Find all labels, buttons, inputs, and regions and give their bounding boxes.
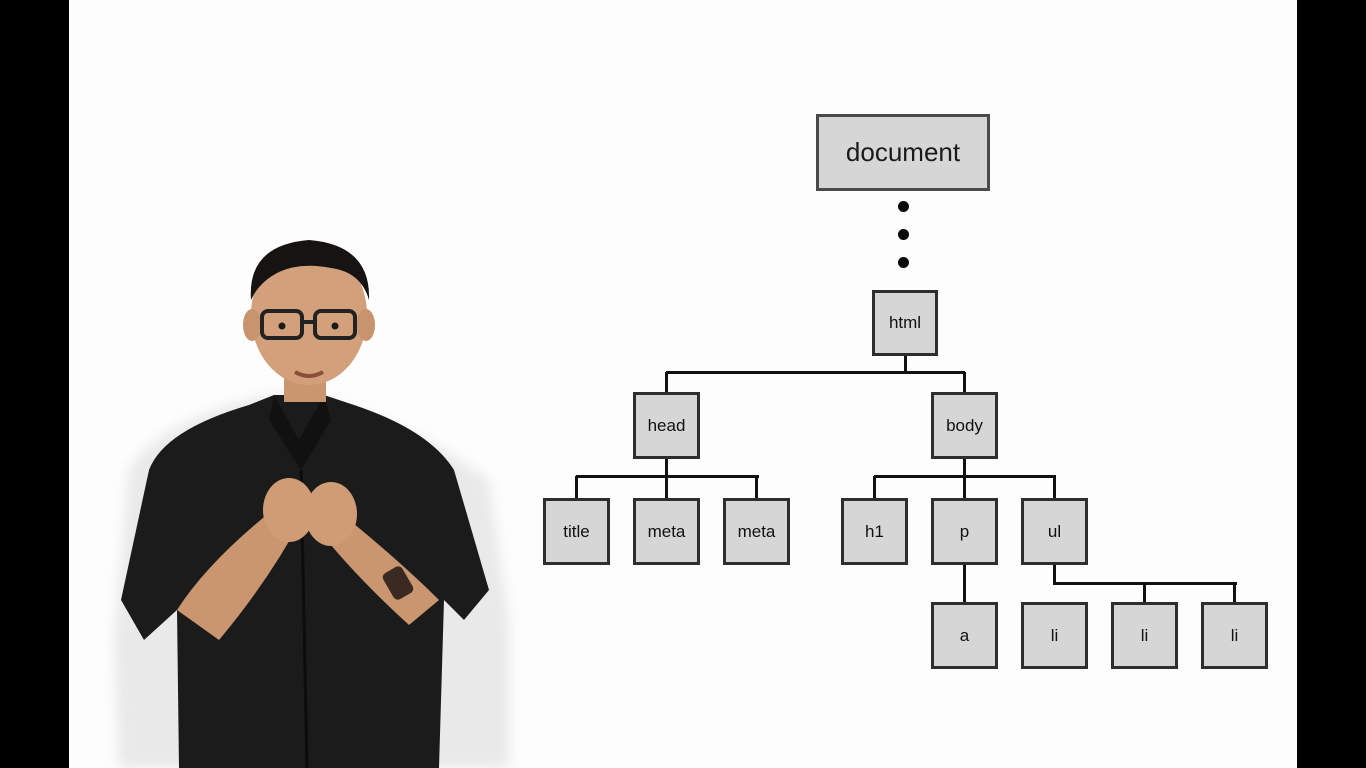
edge-body-drop	[963, 372, 966, 394]
edge-li3-drop	[1233, 583, 1236, 604]
node-p: p	[931, 498, 998, 565]
node-h1: h1	[841, 498, 908, 565]
node-meta-2: meta	[723, 498, 790, 565]
node-head: head	[633, 392, 700, 459]
edge-p-drop	[963, 476, 966, 500]
node-li-2: li	[1111, 602, 1178, 669]
node-title: title	[543, 498, 610, 565]
edge-li2-drop	[1143, 583, 1146, 604]
edge-ul-drop	[1053, 476, 1056, 500]
edge-html-stem	[904, 355, 907, 372]
ellipsis-dot-2	[898, 229, 909, 240]
edge-html-children	[666, 371, 965, 374]
node-html: html	[872, 290, 938, 356]
node-li-3: li	[1201, 602, 1268, 669]
node-a: a	[931, 602, 998, 669]
letterbox-left	[0, 0, 69, 768]
edge-body-stem	[963, 457, 966, 477]
edge-head-stem	[665, 457, 668, 477]
node-meta-1: meta	[633, 498, 700, 565]
ellipsis-dot-3	[898, 257, 909, 268]
edge-head-drop	[665, 372, 668, 394]
presenter-figure	[114, 240, 509, 768]
slide: document html head body title meta meta …	[69, 0, 1297, 768]
edge-p-a	[963, 563, 966, 604]
edge-h1-drop	[873, 476, 876, 500]
node-ul: ul	[1021, 498, 1088, 565]
edge-title-drop	[575, 476, 578, 500]
edge-meta2-drop	[755, 476, 758, 500]
ellipsis-dot-1	[898, 201, 909, 212]
node-li-1: li	[1021, 602, 1088, 669]
edge-ul-stem	[1053, 563, 1056, 584]
letterbox-right	[1297, 0, 1366, 768]
node-document: document	[816, 114, 990, 191]
edge-meta1-drop	[665, 476, 668, 500]
node-body: body	[931, 392, 998, 459]
